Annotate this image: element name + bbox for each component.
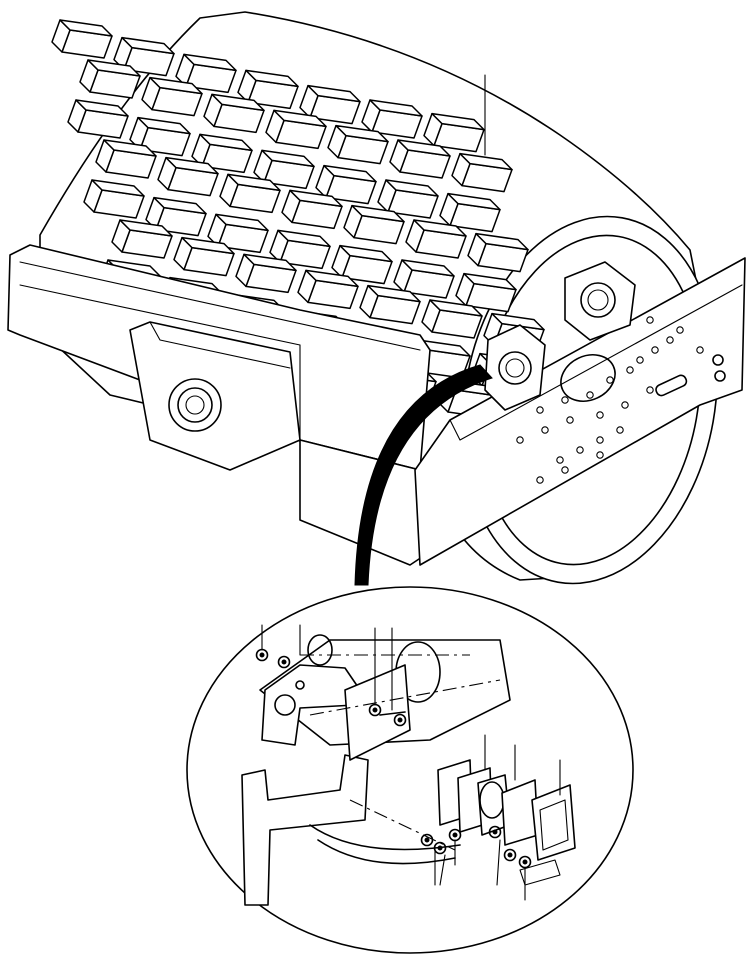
padfoot-lug [377, 179, 439, 219]
bolt-hole [556, 456, 564, 464]
leader-line [496, 839, 501, 886]
detail-connector-band [354, 364, 493, 586]
padfoot-lug [219, 173, 281, 214]
bolt-hole [651, 346, 659, 354]
padfoot-lug [451, 152, 513, 193]
hub-bolts [712, 354, 726, 382]
fastener [393, 713, 407, 727]
bolt-hole [626, 366, 634, 374]
bolt-shank [379, 711, 406, 716]
padfoot-lugs [51, 19, 561, 433]
bolt-hole [621, 401, 629, 409]
padfoot-lug [389, 139, 451, 179]
plate-bolt-holes [516, 316, 704, 484]
drum-frame [7, 244, 746, 566]
bolt-hole [561, 466, 569, 474]
padfoot-lug [359, 284, 421, 325]
padfoot-lug [297, 269, 359, 310]
padfoot-lug [439, 192, 501, 233]
padfoot-lug [203, 93, 265, 134]
padfoot-lug [265, 109, 327, 150]
padfoot-lug [327, 124, 389, 165]
padfoot-lug [141, 76, 203, 117]
padfoot-lug [157, 156, 219, 197]
bolt-hole [566, 416, 574, 424]
vibration-mounts [484, 261, 636, 411]
padfoot-lug [191, 133, 253, 174]
padfoot-lug [299, 84, 361, 125]
padfoot-lug [237, 69, 299, 110]
bolt-hole [516, 436, 524, 444]
padfoot-lug [173, 236, 235, 277]
bolt-hole [636, 356, 644, 364]
fastener [503, 848, 517, 862]
padfoot-lug [95, 139, 157, 179]
fastener [277, 655, 291, 669]
bolt-hole [606, 376, 614, 384]
padfoot-lug [253, 149, 315, 190]
padfoot-lug [361, 99, 423, 139]
padfoot-lug [281, 189, 343, 230]
padfoot-lug [79, 59, 141, 99]
bolt-hole [646, 316, 654, 324]
padfoot-lug [235, 253, 297, 294]
bolt-hole [536, 406, 544, 414]
padfoot-lug [83, 179, 145, 219]
padfoot-lug [455, 272, 517, 313]
bolt-hole [596, 451, 604, 459]
padfoot-lug [315, 164, 377, 205]
padfoot-lug [67, 99, 129, 139]
padfoot-lug [331, 244, 393, 285]
padfoot-lug [269, 229, 331, 270]
padfoot-lug [467, 232, 529, 273]
bolt-hole [586, 391, 594, 399]
bolt-hole [646, 386, 654, 394]
bolt-hole [696, 346, 704, 354]
bolt-hole [561, 396, 569, 404]
padfoot-lug [111, 219, 173, 259]
bolt-hole [536, 476, 544, 484]
padfoot-lug [393, 259, 455, 299]
padfoot-lug [145, 196, 207, 237]
detail-leader-lines [261, 624, 561, 901]
padfoot-lug [113, 36, 175, 77]
bolt-hole [541, 426, 549, 434]
exploded-detail [241, 634, 576, 906]
bolt-hole [616, 426, 624, 434]
bolt-hole [596, 411, 604, 419]
padfoot-lug [405, 219, 467, 259]
padfoot-lug [421, 299, 483, 339]
fastener [488, 825, 502, 839]
bolt-hole [676, 326, 684, 334]
padfoot-lug [51, 19, 113, 59]
padfoot-lug [423, 112, 485, 153]
bolt-hole [596, 436, 604, 444]
bolt-hole [576, 446, 584, 454]
fastener [420, 833, 434, 847]
fastener [433, 841, 447, 855]
padfoot-lug [175, 53, 237, 94]
padfoot-lug [129, 116, 191, 157]
leader-line [439, 854, 446, 886]
padfoot-lug [343, 204, 405, 245]
padfoot-lug [207, 213, 269, 254]
bolt-hole [666, 336, 674, 344]
